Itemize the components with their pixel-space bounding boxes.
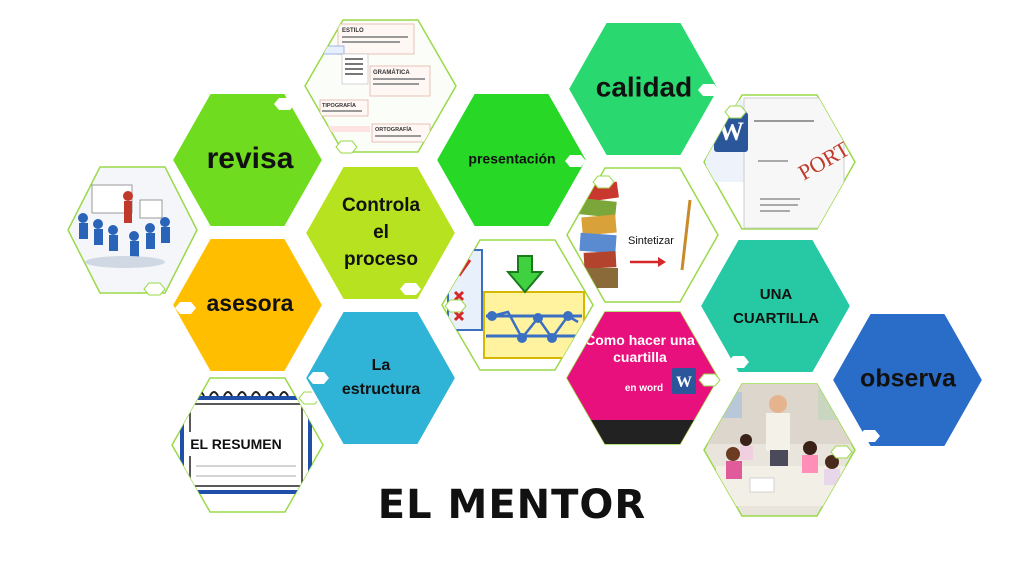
controla-line3: proceso: [344, 249, 418, 270]
como-hacer-line1: Como hacer una: [585, 332, 695, 348]
people-presentation-image: [67, 166, 198, 296]
resumen-notebook-image: EL RESUMEN: [171, 377, 324, 513]
sintetizar-label: Sintetizar: [628, 235, 674, 247]
style-comments-document-image: ESTILO GRAMÁTICA TIPOGRAFÍA ORTOGRAFÍA: [304, 19, 457, 154]
svg-text:W: W: [718, 117, 744, 146]
doc-heading-ortografia: ORTOGRAFÍA: [375, 125, 412, 133]
hex-observa: observa: [830, 312, 985, 448]
classroom-mentor-photo: [703, 383, 856, 517]
cuartilla-line1: UNA: [760, 286, 793, 303]
resumen-label: EL RESUMEN: [190, 436, 282, 452]
como-hacer-line2: cuartilla: [613, 349, 667, 365]
estructura-line1: La: [372, 357, 391, 374]
portada-word-image: W PORTADA: [703, 94, 856, 230]
hex-controla-proceso: Controla el proceso: [303, 165, 458, 301]
controla-line2: el: [373, 222, 389, 243]
svg-text:W: W: [676, 374, 692, 391]
asesora-label: asesora: [207, 290, 294, 316]
page-title: EL MENTOR: [377, 482, 647, 528]
sintetizar-books-image: Sintetizar: [566, 167, 719, 303]
como-hacer-cuartilla-image: Como hacer una cuartilla en word W: [566, 311, 721, 445]
doc-heading-gramatica: GRAMÁTICA: [373, 69, 410, 76]
presentacion-label: presentación: [468, 151, 555, 167]
cuartilla-line2: CUARTILLA: [733, 310, 819, 327]
revisa-label: revisa: [207, 142, 294, 175]
como-hacer-line3: en word: [625, 383, 663, 394]
hex-la-estructura: La estructura: [303, 310, 458, 446]
observa-label: observa: [860, 365, 957, 393]
doc-heading-estilo: ESTILO: [342, 28, 364, 34]
hex-una-cuartilla: UNA CUARTILLA: [698, 238, 853, 374]
calidad-label: calidad: [596, 71, 692, 102]
process-chart-image: [441, 239, 594, 371]
estructura-line2: estructura: [342, 381, 420, 398]
controla-line1: Controla: [342, 195, 421, 216]
hex-asesora: asesora: [170, 237, 325, 373]
hex-calidad: calidad: [566, 21, 721, 157]
doc-heading-tipografia: TIPOGRAFÍA: [322, 101, 356, 109]
hex-presentacion: presentación: [434, 92, 589, 228]
hex-revisa: revisa: [170, 92, 325, 228]
